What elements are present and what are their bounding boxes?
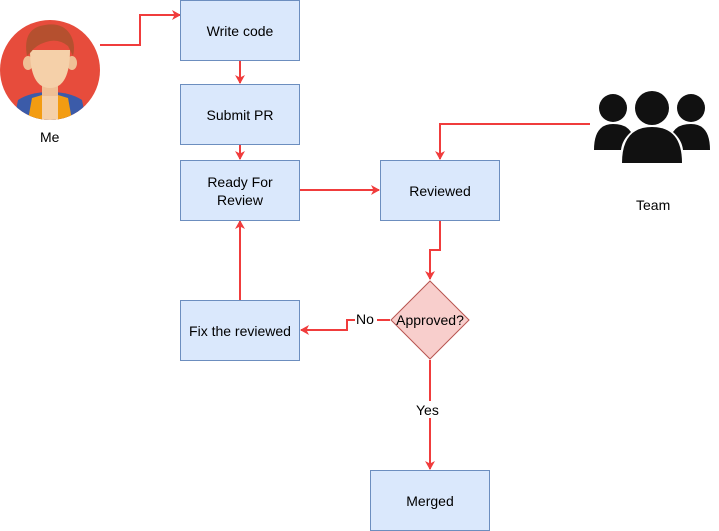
node-ready-for-review-label-line2: Review <box>217 191 263 208</box>
node-fix-the-reviewed-label: Fix the reviewed <box>189 322 291 339</box>
edges <box>100 10 590 470</box>
node-ready-for-review-label-line1: Ready For <box>207 173 273 190</box>
node-merged-label: Merged <box>406 492 454 509</box>
edge-reviewed-to-approved <box>425 220 441 280</box>
actor-team-label: Team <box>636 197 671 213</box>
node-submit-pr-label: Submit PR <box>206 106 274 123</box>
team-group-icon <box>594 91 710 163</box>
edge-me-to-write-code <box>100 10 181 46</box>
edge-label-yes: Yes <box>416 402 439 418</box>
node-write-code-label: Write code <box>206 22 274 39</box>
node-approved-label: Approved? <box>396 312 464 328</box>
node-ready-for-review[interactable]: Ready For Review <box>180 160 300 221</box>
actor-me-label: Me <box>40 129 60 145</box>
edge-label-no: No <box>356 311 374 327</box>
node-reviewed[interactable]: Reviewed <box>380 160 500 221</box>
person-avatar-icon <box>0 20 100 120</box>
node-submit-pr[interactable]: Submit PR <box>180 84 300 145</box>
node-reviewed-label: Reviewed <box>409 182 471 199</box>
node-write-code[interactable]: Write code <box>180 0 300 61</box>
decision-diamond <box>390 280 470 360</box>
node-fix-the-reviewed[interactable]: Fix the reviewed <box>180 300 300 361</box>
edge-team-to-reviewed <box>435 123 590 160</box>
node-merged[interactable]: Merged <box>370 470 490 531</box>
